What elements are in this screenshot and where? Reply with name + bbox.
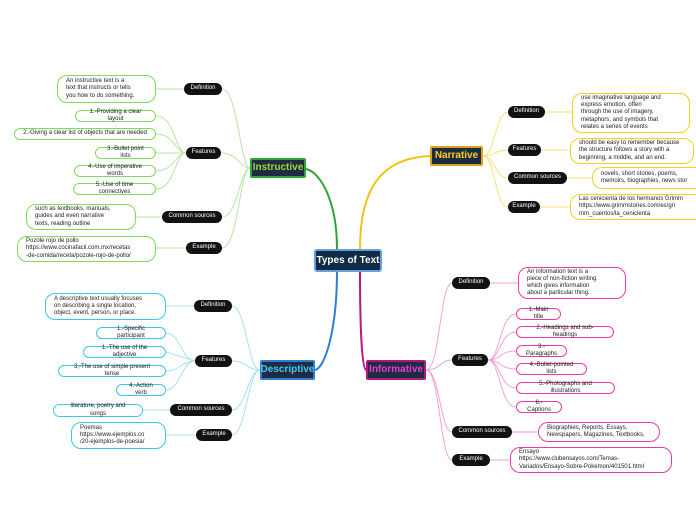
- informative-definition-text: An information text is a piece of non-fi…: [518, 267, 626, 299]
- instructive-definition-text: An instructive text is a text that instr…: [57, 75, 156, 103]
- topic-descriptive[interactable]: Descriptive: [260, 360, 315, 380]
- narrative-features-label[interactable]: Features: [508, 144, 541, 156]
- informative-feature-item: 3.-Paragraphs: [516, 344, 567, 357]
- instructive-sources-label[interactable]: Common sources: [162, 211, 222, 223]
- informative-feature-item: 4.-Bullet-pointed lists: [516, 362, 587, 375]
- informative-sources-label[interactable]: Common sources: [452, 426, 512, 438]
- narrative-example-text: Las cenicienta de los hermanos Grimm htt…: [570, 194, 696, 220]
- descriptive-sources-label[interactable]: Common sources: [170, 404, 232, 416]
- topic-narrative[interactable]: Narrative: [430, 146, 483, 166]
- descriptive-features-label[interactable]: Features: [195, 355, 232, 367]
- topic-informative[interactable]: Informative: [366, 360, 426, 380]
- descriptive-definition-text: A descriptive text usually focuses on de…: [45, 293, 166, 320]
- informative-feature-item: 2.-Headings and sub-headings: [516, 325, 614, 338]
- instructive-feature-item: 5.-Use of time connectives: [73, 182, 156, 195]
- instructive-feature-item: 3.-Bullet point lists: [95, 146, 156, 159]
- descriptive-example-text: Poemas https://www.ejemplos.co /20-ejemp…: [71, 422, 166, 449]
- narrative-definition-label[interactable]: Definition: [508, 106, 545, 118]
- instructive-definition-label[interactable]: Definition: [184, 83, 222, 95]
- descriptive-definition-label[interactable]: Definition: [194, 300, 232, 312]
- informative-features-label[interactable]: Features: [452, 354, 488, 366]
- instructive-feature-item: 4.-Use of imperative words: [74, 164, 156, 177]
- descriptive-sources-text: literature, poetry and songs: [53, 403, 143, 417]
- narrative-features-text: should be easy to remember because the s…: [570, 138, 694, 164]
- instructive-feature-item: 2.-Giving a clear list of objects that a…: [14, 128, 156, 140]
- instructive-features-label[interactable]: Features: [186, 147, 221, 159]
- informative-example-label[interactable]: Example: [452, 454, 490, 466]
- descriptive-feature-item: 4.-Action verb: [116, 383, 166, 396]
- central-topic[interactable]: Types of Text: [314, 249, 382, 272]
- informative-feature-item: 1.-Main title: [516, 307, 561, 320]
- informative-sources-text: Biographies, Reports, Essays, Newspapers…: [538, 422, 660, 442]
- instructive-example-text: Pozole rojo de pollo https://www.cocinaf…: [17, 236, 156, 262]
- informative-definition-label[interactable]: Definition: [452, 277, 490, 289]
- topic-instructive[interactable]: Instructive: [250, 158, 306, 178]
- informative-feature-item: 6.-Captions: [516, 400, 562, 413]
- descriptive-feature-item: 3,-The use of simple present tense: [58, 364, 166, 377]
- informative-example-text: Ensayo https://www.clubensayos.com/Temas…: [510, 447, 672, 473]
- descriptive-feature-item: 1.-Specific participant: [96, 326, 166, 339]
- descriptive-feature-item: 1.-The use of the adjective: [83, 345, 166, 358]
- narrative-definition-text: use imaginative language and express emo…: [572, 93, 690, 133]
- instructive-example-label[interactable]: Example: [186, 242, 222, 254]
- narrative-sources-text: novels, short stories, poems, memoirs, b…: [592, 167, 696, 189]
- informative-feature-item: 5.-Photographs and illustrations: [516, 381, 615, 394]
- narrative-sources-label[interactable]: Common sources: [508, 172, 567, 184]
- instructive-feature-item: 1.-Providing a clear layout: [75, 109, 156, 122]
- narrative-example-label[interactable]: Example: [508, 201, 540, 213]
- instructive-sources-text: such as textbooks, manuals, guides and e…: [26, 204, 136, 230]
- descriptive-example-label[interactable]: Example: [196, 429, 232, 441]
